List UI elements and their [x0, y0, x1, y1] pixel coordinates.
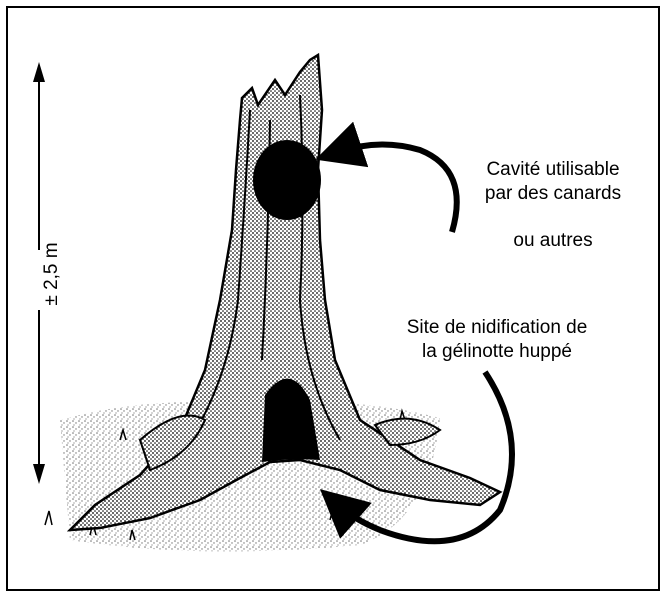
nest-site-label-line-2: la gélinotte huppé — [362, 340, 632, 364]
nest-site-label-line-1: Site de nidification de — [362, 316, 632, 340]
cavity-label-line-3: ou autres — [458, 229, 648, 253]
cavity — [253, 140, 321, 220]
cavity-label-line-2: par des canards — [458, 182, 648, 206]
cavity-label-line-1: Cavité utilisable — [458, 158, 648, 182]
cavity-pointer-arrow — [338, 144, 457, 232]
height-label: ± 2,5 m — [40, 234, 64, 314]
